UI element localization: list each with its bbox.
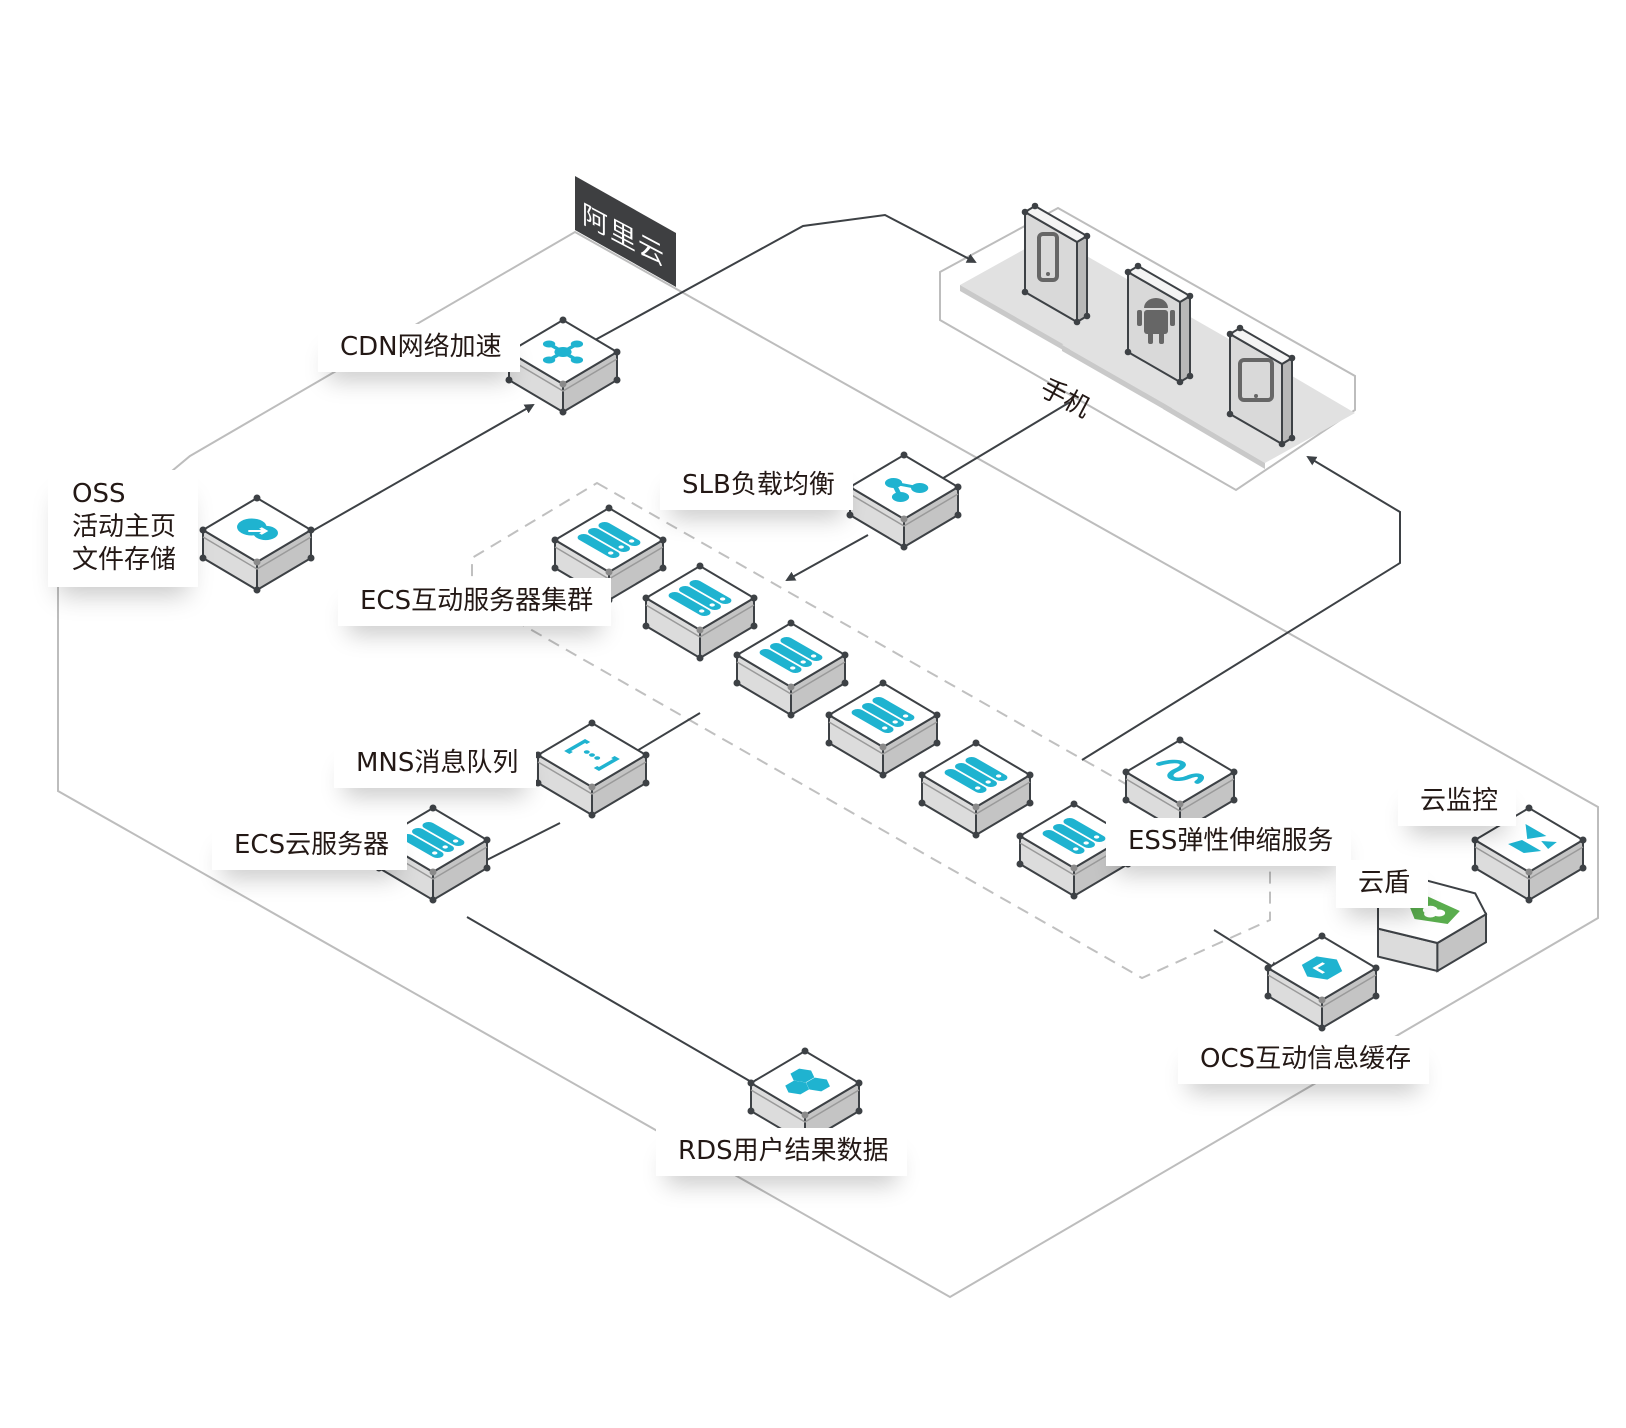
ecs-cluster-server-1[interactable] <box>551 504 667 604</box>
edge-slb-cluster <box>785 534 869 581</box>
node-cdn[interactable] <box>505 316 621 416</box>
label-oss-line-1: OSS <box>72 479 126 509</box>
edge-mobile-slb <box>933 401 1071 485</box>
server-rack-icon <box>759 636 823 674</box>
server-rack-icon <box>1042 817 1106 855</box>
node-ocs[interactable] <box>1264 932 1380 1032</box>
label-ess: ESS弹性伸缩服务 <box>1106 818 1352 866</box>
label-oss-line-3: 文件存储 <box>72 545 177 575</box>
edge-ess-mobile <box>1081 455 1401 761</box>
label-cdn: CDN网络加速 <box>318 324 520 372</box>
mobile-group-outline <box>939 206 1356 492</box>
label-ecs-cluster: ECS互动服务器集群 <box>338 578 612 626</box>
ecs-cluster-server-2[interactable] <box>642 562 758 662</box>
server-rack-icon <box>851 696 915 734</box>
aliyun-region-outline <box>57 230 1599 1299</box>
node-oss[interactable] <box>199 494 315 594</box>
node-monitor[interactable] <box>1471 804 1587 904</box>
device-android[interactable] <box>1124 262 1194 386</box>
device-iphone[interactable] <box>1021 202 1091 326</box>
ecs-cluster-server-3[interactable] <box>733 619 849 719</box>
label-slb: SLB负载均衡 <box>660 462 853 510</box>
server-rack-icon <box>944 756 1008 794</box>
label-rds: RDS用户结果数据 <box>656 1128 907 1176</box>
edge-oss-cdn <box>299 404 535 539</box>
database-hexagons-icon <box>785 1068 830 1095</box>
node-slb[interactable] <box>846 451 962 551</box>
edge-mns-ecs <box>473 822 561 867</box>
iphone-icon <box>1037 232 1059 282</box>
ecs-cluster-server-5[interactable] <box>918 739 1034 839</box>
cache-hexagon-icon <box>1301 956 1343 980</box>
label-mns: MNS消息队列 <box>334 740 537 788</box>
label-ocs: OCS互动信息缓存 <box>1178 1036 1430 1084</box>
label-monitor: 云监控 <box>1398 778 1517 826</box>
tablet-icon <box>1238 358 1274 402</box>
ecs-cluster-server-4[interactable] <box>825 679 941 779</box>
server-rack-icon <box>401 821 465 859</box>
label-oss-line-2: 活动主页 <box>72 512 177 542</box>
cloud-monitor-icon <box>1508 824 1557 853</box>
node-mns[interactable] <box>534 719 650 819</box>
label-ecs: ECS云服务器 <box>212 822 408 870</box>
label-shield: 云盾 <box>1336 860 1429 908</box>
elastic-scaling-icon <box>1156 759 1204 784</box>
cdn-network-icon <box>542 340 584 364</box>
ecs-cluster-dashed-region <box>471 481 1271 980</box>
edge-cdn-mobile <box>594 213 977 341</box>
edge-ecs-rds <box>466 916 762 1089</box>
oss-cloud-upload-icon <box>237 518 279 541</box>
slb-share-icon <box>884 478 929 502</box>
node-ess[interactable] <box>1122 736 1238 836</box>
message-queue-icon <box>564 739 620 771</box>
edge-cluster-ocs <box>1213 929 1280 972</box>
server-rack-icon <box>668 579 732 617</box>
android-icon <box>1137 298 1175 344</box>
connectors <box>299 213 1401 1089</box>
aliyun-tag-background <box>575 176 676 287</box>
server-rack-icon <box>577 521 641 559</box>
label-oss: OSS 活动主页 文件存储 <box>48 470 199 587</box>
device-tablet[interactable] <box>1226 324 1296 448</box>
